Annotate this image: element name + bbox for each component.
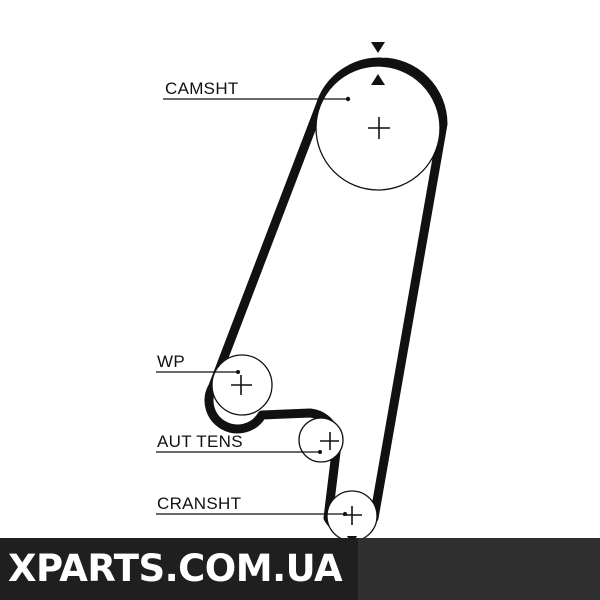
crankshaft-label: CRANSHT bbox=[157, 494, 241, 513]
leader-lines bbox=[156, 96, 351, 516]
auto-tensioner-pulley bbox=[298, 417, 344, 463]
tensioner-label: AUT TENS bbox=[157, 432, 243, 451]
watermark-banner: XPARTS.COM.UA bbox=[0, 538, 600, 600]
watermark-text: XPARTS.COM.UA bbox=[8, 547, 343, 590]
watermark-tab bbox=[0, 538, 358, 600]
water-pump-label: WP bbox=[157, 352, 185, 371]
camshaft-label: CAMSHT bbox=[165, 79, 239, 98]
timing-mark-top-icon bbox=[371, 42, 385, 53]
crankshaft-pulley bbox=[326, 490, 378, 545]
camshaft-pulley bbox=[315, 42, 441, 191]
water-pump-pulley bbox=[211, 354, 273, 416]
timing-mark-inner-icon bbox=[371, 74, 385, 85]
